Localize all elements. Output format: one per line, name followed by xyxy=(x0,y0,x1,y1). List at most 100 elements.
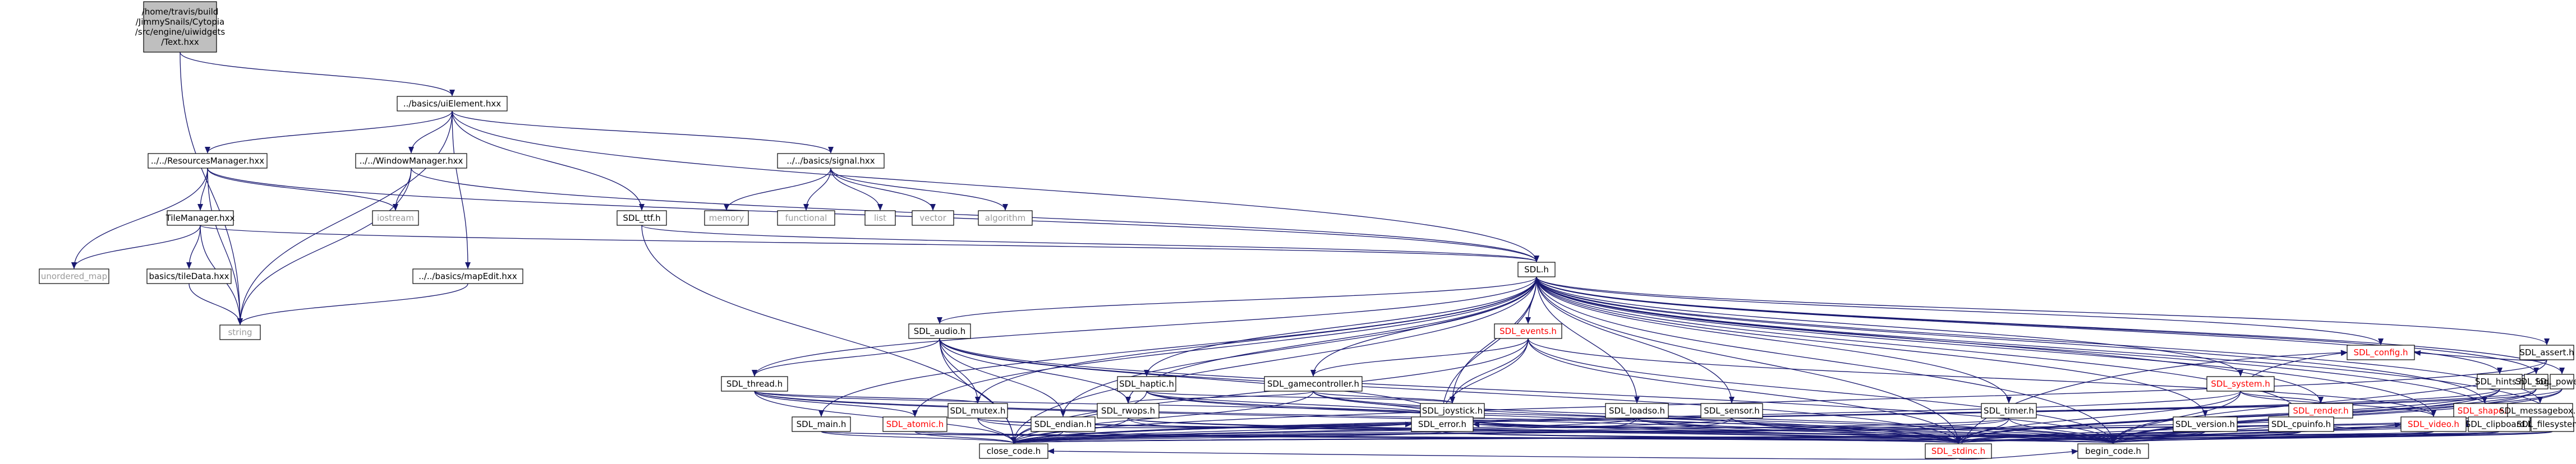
node-sdl-filesystem[interactable]: SDL_filesystem.h xyxy=(2517,416,2576,432)
edge-sdl-audio-to-sdl-stdinc xyxy=(939,338,1961,444)
node-sdl-main[interactable]: SDL_main.h xyxy=(792,416,851,432)
node-sdl-version[interactable]: SDL_version.h xyxy=(2173,416,2238,432)
node-sdl-render[interactable]: SDL_render.h xyxy=(2288,403,2353,419)
node-box xyxy=(143,1,217,53)
node-sdl-shape[interactable]: SDL_shape.h xyxy=(2453,403,2516,419)
node-label: SDL_log.h xyxy=(2515,377,2557,387)
node-sdl-hints[interactable]: SDL_hints.h xyxy=(2475,374,2524,389)
node-sdl-assert[interactable]: SDL_assert.h xyxy=(2519,345,2574,360)
edge-sdl-power-to-sdl-stdinc xyxy=(1956,388,2563,444)
node-box xyxy=(167,210,234,226)
node-tilemanager[interactable]: TileManager.hxx xyxy=(165,210,235,226)
node-label: close_code.h xyxy=(987,446,1041,457)
node-functional[interactable]: functional xyxy=(777,210,835,226)
node-label: list xyxy=(874,213,886,223)
node-box xyxy=(1097,403,1160,419)
node-label: SDL_mutex.h xyxy=(950,406,1005,416)
node-label: basics/tileData.hxx xyxy=(149,271,229,281)
node-box xyxy=(2206,376,2275,392)
node-vector[interactable]: vector xyxy=(912,210,954,226)
edge-layer xyxy=(71,52,2565,460)
node-sdl-sensor[interactable]: SDL_sensor.h xyxy=(1700,403,1763,419)
edge-sdl-to-sdl-atomic xyxy=(912,276,1537,417)
node-sdl-mutex[interactable]: SDL_mutex.h xyxy=(947,403,1008,419)
node-box xyxy=(908,323,971,339)
edge-resourcesmanager-to-iostream xyxy=(207,168,398,211)
node-sdl-ttf[interactable]: SDL_ttf.h xyxy=(617,210,667,226)
node-box xyxy=(219,324,261,340)
node-begin-code[interactable]: begin_code.h xyxy=(2077,443,2149,459)
node-layer: /home/travis/build/JimmySnails/Cytopia/s… xyxy=(39,1,2576,459)
node-close-code[interactable]: close_code.h xyxy=(979,443,1048,459)
node-box xyxy=(2477,374,2523,389)
node-label: ../basics/uiElement.hxx xyxy=(403,99,501,109)
edge-sdl-gamecontroller-to-close-code xyxy=(1011,391,1314,444)
node-iostream[interactable]: iostream xyxy=(372,210,419,226)
node-sdl-video[interactable]: SDL_video.h xyxy=(2400,416,2467,432)
node-sdl[interactable]: SDL.h xyxy=(1517,262,1556,277)
node-string[interactable]: string xyxy=(219,324,261,340)
node-sdl-loadso[interactable]: SDL_loadso.h xyxy=(1605,403,1669,419)
node-memory[interactable]: memory xyxy=(704,210,749,226)
node-sdl-events[interactable]: SDL_events.h xyxy=(1494,323,1562,339)
node-unordered-map[interactable]: unordered_map xyxy=(39,268,109,284)
node-label: SDL_audio.h xyxy=(914,326,966,337)
edge-sdl-to-sdl-version xyxy=(1536,276,2208,417)
node-sdl-rwops[interactable]: SDL_rwops.h xyxy=(1097,403,1160,419)
node-box xyxy=(864,210,896,226)
edge-sdl-audio-to-sdl-mutex xyxy=(939,338,981,403)
node-label: SDL_loadso.h xyxy=(1609,406,1665,416)
node-box xyxy=(146,268,232,284)
node-sdl-endian[interactable]: SDL_endian.h xyxy=(1031,416,1096,432)
node-label: /home/travis/build xyxy=(142,7,219,17)
node-root[interactable]: /home/travis/build/JimmySnails/Cytopia/s… xyxy=(135,1,225,53)
edge-sdl-error-to-close-code xyxy=(1011,431,1443,444)
node-sdl-cpuinfo[interactable]: SDL_cpuinfo.h xyxy=(2268,416,2334,432)
node-tiledata[interactable]: basics/tileData.hxx xyxy=(146,268,232,284)
node-label: SDL_clipboard.h xyxy=(2465,419,2533,430)
edge-sdl-endian-to-sdl-stdinc xyxy=(1062,431,1961,444)
edge-sdl-assert-to-close-code xyxy=(1011,359,2547,444)
node-label: begin_code.h xyxy=(2085,446,2141,457)
node-box xyxy=(2288,403,2353,419)
node-box xyxy=(1981,403,2037,419)
node-sdl-power[interactable]: SDL_power.h xyxy=(2535,374,2576,389)
node-label: SDL_messagebox.h xyxy=(2499,406,2576,416)
node-sdl-error[interactable]: SDL_error.h xyxy=(1411,416,1474,432)
node-uielement[interactable]: ../basics/uiElement.hxx xyxy=(397,96,508,112)
node-sdl-timer[interactable]: SDL_timer.h xyxy=(1981,403,2037,419)
node-sdl-messagebox[interactable]: SDL_messagebox.h xyxy=(2499,403,2576,419)
node-box xyxy=(2531,416,2574,432)
node-box xyxy=(2507,403,2573,419)
node-sdl-gamecontroller[interactable]: SDL_gamecontroller.h xyxy=(1264,376,1363,392)
edge-sdl-to-close-code xyxy=(1011,276,1537,444)
node-sdl-atomic[interactable]: SDL_atomic.h xyxy=(882,416,947,432)
node-sdl-haptic[interactable]: SDL_haptic.h xyxy=(1117,376,1176,392)
edge-sdl-to-sdl-assert xyxy=(1536,276,2550,345)
node-sdl-joystick[interactable]: SDL_joystick.h xyxy=(1420,403,1485,419)
edge-sdl-thread-to-sdl-mutex xyxy=(754,391,981,403)
node-label: SDL_endian.h xyxy=(1034,419,1092,430)
node-algorithm[interactable]: algorithm xyxy=(978,210,1033,226)
node-box xyxy=(39,268,109,284)
node-sdl-log[interactable]: SDL_log.h xyxy=(2515,374,2557,389)
edge-sdl-to-sdl-stdinc xyxy=(1536,276,1961,444)
node-mapedit[interactable]: ../../basics/mapEdit.hxx xyxy=(412,268,523,284)
node-windowmanager[interactable]: ../../WindowManager.hxx xyxy=(355,153,467,169)
node-sdl-system[interactable]: SDL_system.h xyxy=(2206,376,2275,392)
node-sdl-stdinc[interactable]: SDL_stdinc.h xyxy=(1925,443,1992,459)
node-list[interactable]: list xyxy=(864,210,896,226)
node-label: /Text.hxx xyxy=(161,37,199,47)
edge-tilemanager-to-tiledata xyxy=(186,225,201,269)
node-signal[interactable]: ../../basics/signal.hxx xyxy=(777,153,885,169)
node-sdl-clipboard[interactable]: SDL_clipboard.h xyxy=(2465,416,2533,432)
node-resourcesmanager[interactable]: ../../ResourcesManager.hxx xyxy=(148,153,268,169)
node-box xyxy=(2400,416,2467,432)
node-sdl-audio[interactable]: SDL_audio.h xyxy=(908,323,971,339)
node-sdl-thread[interactable]: SDL_thread.h xyxy=(721,376,788,392)
node-sdl-config[interactable]: SDL_config.h xyxy=(2347,345,2415,360)
edge-resourcesmanager-to-string xyxy=(207,168,243,325)
node-label: TileManager.hxx xyxy=(165,213,235,223)
edge-sdl-events-to-begin-code xyxy=(1528,338,2116,444)
node-label: SDL_events.h xyxy=(1499,326,1557,337)
